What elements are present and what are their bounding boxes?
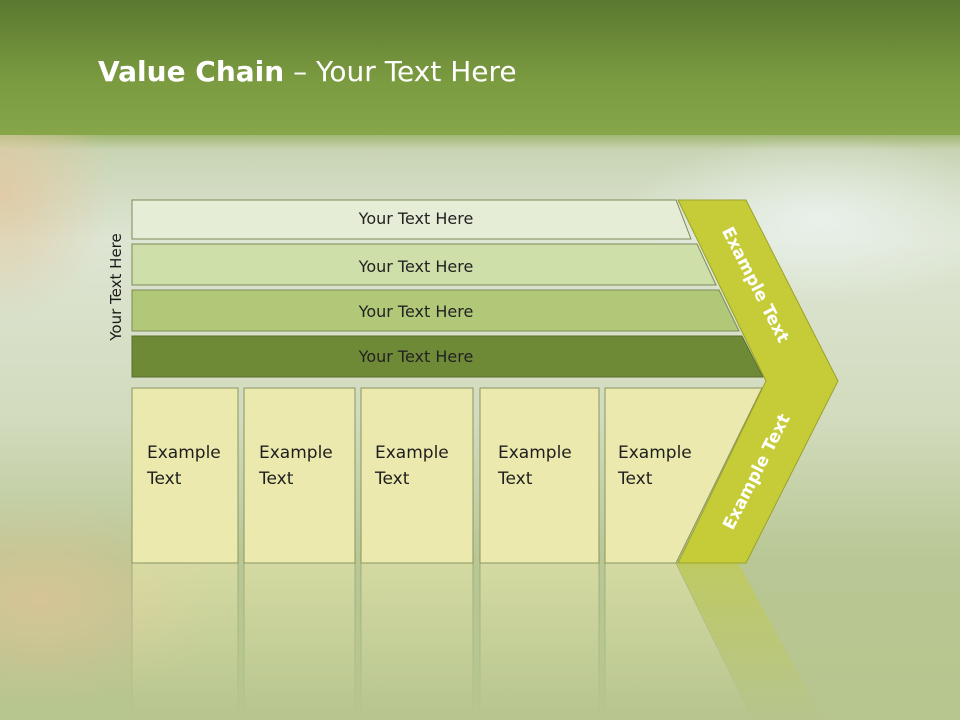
card-2 [243, 387, 356, 564]
card-2-line1: Example [259, 443, 333, 463]
card-1-line2: Text [147, 469, 182, 489]
slide-title: Value Chain – Your Text Here [98, 55, 517, 88]
card-1-label: Example Text [147, 440, 221, 492]
bar-3-label: Your Text Here [358, 302, 474, 321]
card-5-label: Example Text [618, 440, 692, 492]
card-5-line2: Text [618, 469, 653, 489]
card-3-label: Example Text [375, 440, 449, 492]
chevron-arrow [677, 199, 839, 564]
card-4-label: Example Text [498, 440, 572, 492]
card-5-line1: Example [618, 443, 692, 463]
title-rest: – Your Text Here [284, 55, 517, 88]
bar-1-label: Your Text Here [358, 209, 474, 228]
bar-4-label: Your Text Here [358, 347, 474, 366]
card-4-line2: Text [498, 469, 533, 489]
card-2-line2: Text [259, 469, 294, 489]
header-band [0, 0, 960, 135]
bar-3 [131, 289, 740, 332]
bar-2 [131, 243, 717, 286]
bar-1 [131, 199, 692, 240]
card-4-line1: Example [498, 443, 572, 463]
reflection [131, 562, 824, 720]
card-4 [479, 387, 600, 564]
card-3 [360, 387, 474, 564]
card-1 [131, 387, 239, 564]
card-1-line1: Example [147, 443, 221, 463]
card-2-label: Example Text [259, 440, 333, 492]
bar-2-label: Your Text Here [358, 257, 474, 276]
card-3-line1: Example [375, 443, 449, 463]
bar-4 [131, 335, 764, 378]
card-3-line2: Text [375, 469, 410, 489]
title-bold: Value Chain [98, 55, 285, 88]
card-5 [604, 387, 763, 564]
